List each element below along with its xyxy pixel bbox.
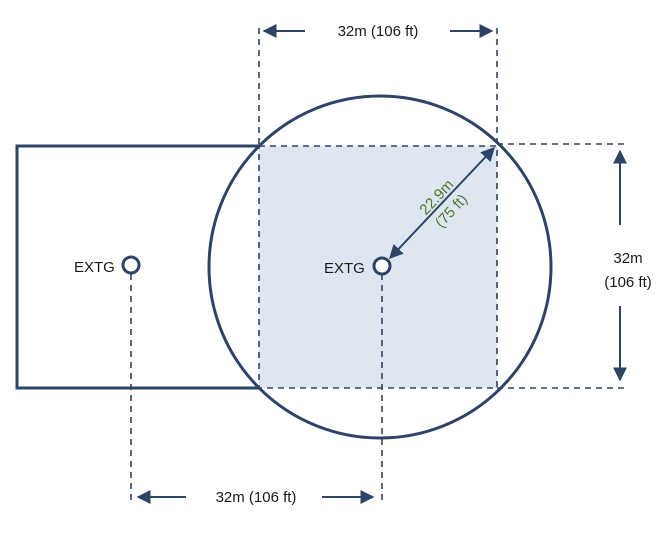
coverage-circle	[207, 94, 553, 440]
right-dimension-label-1: 32m	[613, 250, 642, 267]
building-outline	[15, 144, 259, 390]
bottom-dimension-label: 32m (106 ft)	[216, 489, 297, 506]
center-extinguisher-label: EXTG	[324, 260, 365, 277]
top-dimension-label: 32m (106 ft)	[338, 23, 419, 40]
right-dimension-label-2: (106 ft)	[604, 274, 652, 291]
center-extinguisher-marker	[372, 256, 392, 276]
left-extinguisher-label: EXTG	[74, 259, 115, 276]
left-extinguisher-marker	[121, 255, 141, 275]
radius-arrow	[389, 146, 495, 260]
